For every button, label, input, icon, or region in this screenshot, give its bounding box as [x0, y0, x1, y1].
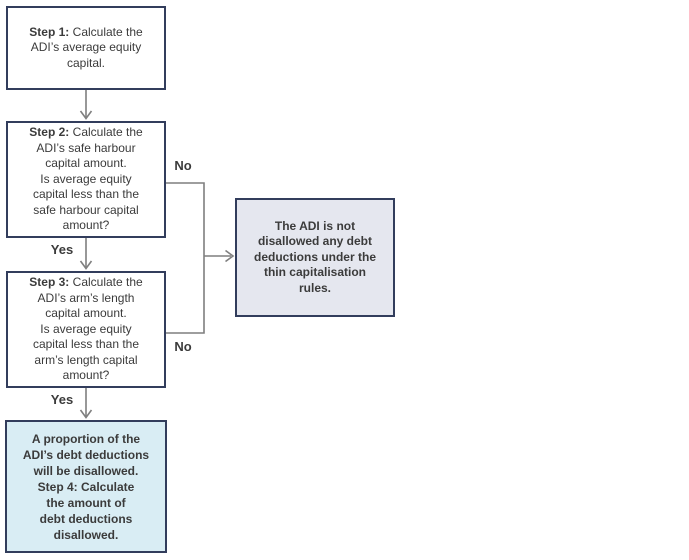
yes-label-step3: Yes [50, 392, 74, 407]
step3-box: Step 3: Calculate the ADI’s arm’s length… [6, 271, 166, 388]
step1-body: Calculate the ADI’s average equity capit… [30, 24, 143, 70]
yes-label-step2: Yes [50, 242, 74, 257]
step4-box: A proportion of the ADI’s debt deduction… [5, 420, 167, 553]
arrow-step1-to-step2 [79, 90, 93, 120]
step4-text: A proportion of the ADI’s debt deduction… [22, 431, 150, 542]
step3-label: Step 3: [29, 275, 70, 290]
step2-label: Step 2: [29, 125, 70, 140]
step1-label: Step 1: [29, 24, 70, 39]
step2-body: Calculate the ADI’s safe harbour capital… [32, 125, 143, 233]
connector-no-branches [166, 182, 235, 334]
arrow-step2-to-step3 [79, 238, 93, 270]
arrow-step3-to-step4 [79, 388, 93, 419]
no-disallowance-outcome-box: The ADI is not disallowed any debt deduc… [235, 198, 395, 317]
no-disallowance-outcome-text: The ADI is not disallowed any debt deduc… [253, 218, 376, 295]
no-label-step3: No [174, 339, 192, 354]
no-label-step2: No [174, 158, 192, 173]
step3-text: Step 3: Calculate the ADI’s arm’s length… [29, 275, 142, 384]
step1-text: Step 1: Calculate the ADI’s average equi… [29, 25, 142, 72]
step2-box: Step 2: Calculate the ADI’s safe harbour… [6, 121, 166, 238]
step3-body: Calculate the ADI’s arm’s length capital… [32, 275, 143, 383]
step2-text: Step 2: Calculate the ADI’s safe harbour… [29, 125, 142, 234]
step1-box: Step 1: Calculate the ADI’s average equi… [6, 6, 166, 90]
